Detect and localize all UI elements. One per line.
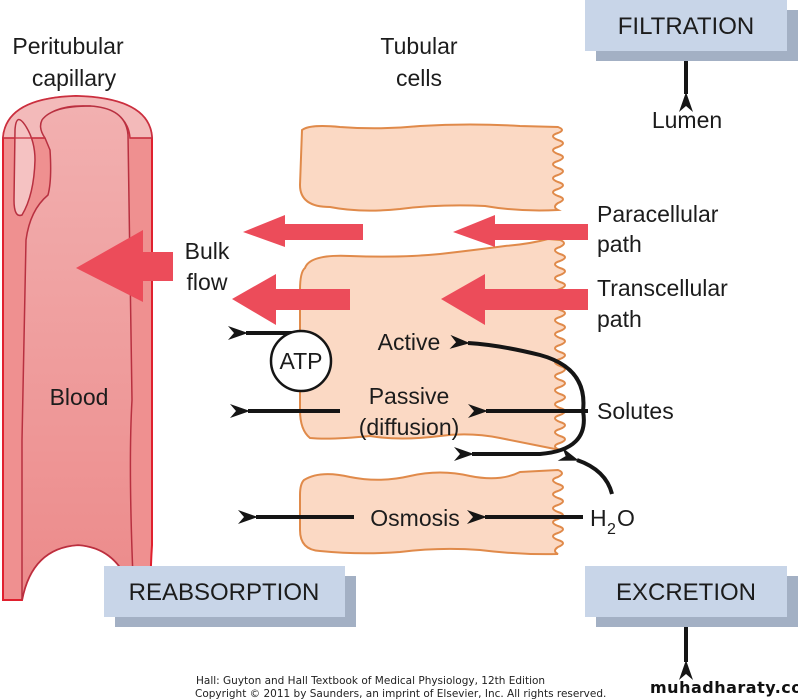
h2o-subscript: 2 xyxy=(607,521,616,538)
filtration-label: FILTRATION xyxy=(618,13,754,40)
bulk-flow-arrow-main xyxy=(76,230,173,302)
bulk-flow-label-line1: Bulk xyxy=(185,238,230,264)
excretion-box: EXCRETION xyxy=(585,566,798,627)
transcellular-label-line1: Transcellular xyxy=(597,275,728,301)
blood-label: Blood xyxy=(50,384,109,410)
peritubular-label-line2: capillary xyxy=(32,65,117,91)
lumen-label: Lumen xyxy=(652,107,722,133)
filtration-box: FILTRATION xyxy=(585,0,798,61)
transcellular-arrow-left xyxy=(232,274,350,325)
paracellular-label-line2: path xyxy=(597,231,642,257)
reabsorption-label: REABSORPTION xyxy=(129,579,320,606)
transcellular-label-line2: path xyxy=(597,306,642,332)
passive-label-line1: Passive xyxy=(369,383,450,409)
tubular-cell-top xyxy=(298,123,564,212)
bulk-flow-arrows xyxy=(76,215,588,325)
credit-line2: Copyright © 2011 by Saunders, an imprint… xyxy=(195,688,606,700)
paracellular-arrow-left xyxy=(243,215,363,247)
peritubular-label-line1: Peritubular xyxy=(12,33,124,59)
reabsorption-box-face xyxy=(104,566,345,617)
paracellular-solute-arrow xyxy=(454,410,586,461)
excretion-box-face xyxy=(585,566,787,617)
transcellular-arrow-right xyxy=(441,274,588,325)
atp-node: ATP xyxy=(269,329,333,393)
h2o-o: O xyxy=(617,505,635,531)
active-solute-arrow xyxy=(449,334,586,412)
transport-arrows xyxy=(228,50,693,680)
credit-line1: Hall: Guyton and Hall Textbook of Medica… xyxy=(196,675,545,687)
tubular-label-line1: Tubular xyxy=(380,33,457,59)
capillary-fold xyxy=(13,118,36,217)
h2o-h: H xyxy=(590,505,607,531)
reabsorption-box: REABSORPTION xyxy=(104,566,356,627)
excretion-label: EXCRETION xyxy=(616,579,756,606)
paracellular-label-line1: Paracellular xyxy=(597,201,719,227)
bulk-flow-label-line2: flow xyxy=(187,269,228,295)
osmosis-label: Osmosis xyxy=(370,505,459,531)
passive-label-line2: (diffusion) xyxy=(359,414,460,440)
paracellular-arrow-right xyxy=(453,215,588,247)
capillary-lumen xyxy=(21,105,135,601)
atp-label: ATP xyxy=(279,348,322,374)
h2o-paracellular-arrow xyxy=(557,447,614,495)
peritubular-capillary xyxy=(1,94,153,601)
tubular-label-line2: cells xyxy=(396,65,442,91)
filtration-box-face xyxy=(585,0,787,51)
watermark: muhadharaty.com xyxy=(650,678,798,697)
atp-circle xyxy=(269,329,333,393)
h2o-label: H 2 O xyxy=(590,505,635,538)
active-label: Active xyxy=(378,329,441,355)
solutes-label: Solutes xyxy=(597,398,674,424)
